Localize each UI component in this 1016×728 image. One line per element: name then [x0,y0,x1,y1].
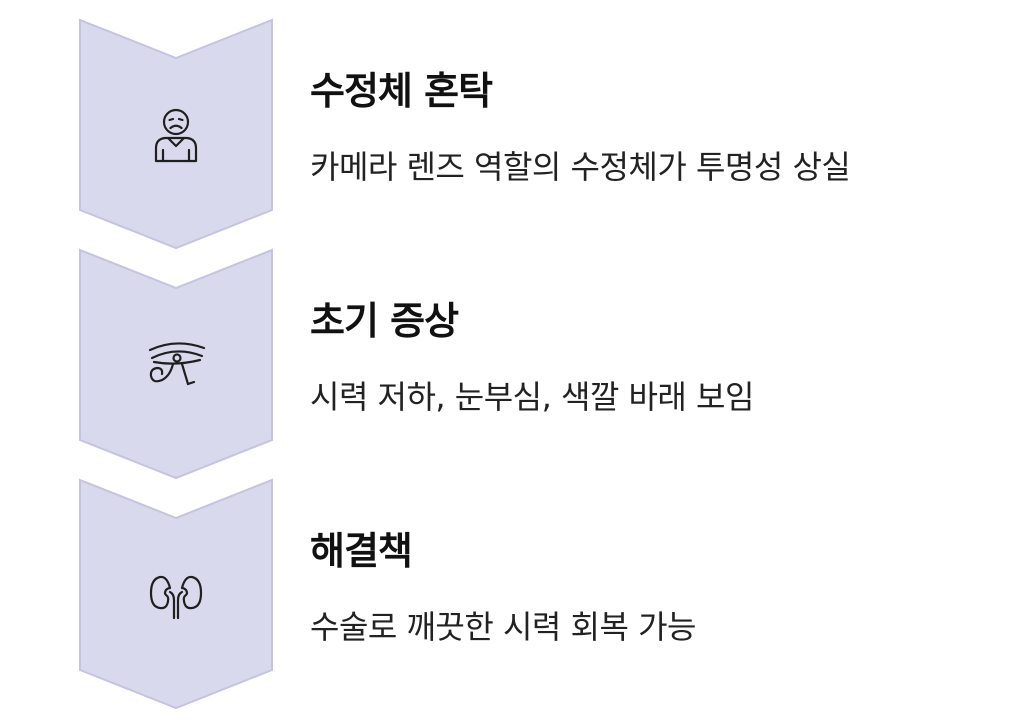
step-1-title: 수정체 혼탁 [310,69,493,113]
step-3-title: 해결책 [310,529,413,573]
sad-person-icon [146,105,206,165]
step-1-description: 카메라 렌즈 역할의 수정체가 투명성 상실 [310,148,851,186]
eye-of-horus-icon [146,336,206,396]
step-2: 초기 증상 시력 저하, 눈부심, 색깔 바래 보임 [0,248,1016,480]
step-2-title: 초기 증상 [310,299,459,343]
step-1: 수정체 혼탁 카메라 렌즈 역할의 수정체가 투명성 상실 [0,18,1016,250]
kidneys-icon [146,566,206,626]
step-3-chevron [78,478,274,710]
step-2-description: 시력 저하, 눈부심, 색깔 바래 보임 [310,378,754,416]
step-3: 해결책 수술로 깨끗한 시력 회복 가능 [0,478,1016,710]
step-3-description: 수술로 깨끗한 시력 회복 가능 [310,608,696,646]
